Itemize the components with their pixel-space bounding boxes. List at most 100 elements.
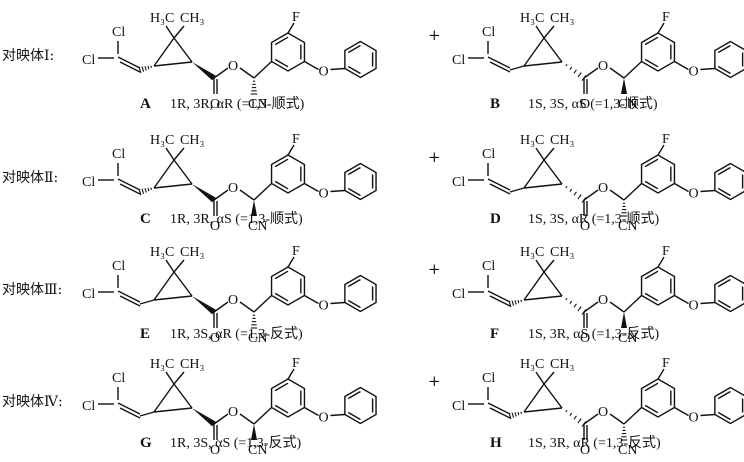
cyano-group: CN <box>618 97 637 112</box>
isomer-config-right: 1S, 3R, αS (=1,3-反式) <box>528 326 659 342</box>
cyclopropane-bond <box>523 159 545 189</box>
hash-stroke <box>147 65 150 70</box>
c3-vinyl-hashed-bond <box>508 299 523 308</box>
aromatic-double-bond <box>717 411 731 421</box>
alpha-aryl-bond <box>623 60 643 79</box>
phenyl-ring <box>714 386 744 425</box>
cyclopropane-bond <box>153 295 193 301</box>
alpha-aryl-bond <box>623 182 643 201</box>
aromatic-double-bond <box>347 411 361 421</box>
chlorine-atom-top: Cl <box>482 371 495 386</box>
alpha-aryl-bond <box>623 406 643 425</box>
isomer-config-right: 1S, 3R, αR (=1,3-反式) <box>528 435 661 451</box>
cyclopropane-bond <box>173 271 193 297</box>
cyclopropane-bond <box>523 383 545 413</box>
carbonyl-oxygen: O <box>210 97 220 112</box>
hash-stroke <box>147 187 150 192</box>
aromatic-double-bond <box>347 390 361 400</box>
hash-stroke <box>520 299 523 303</box>
ether-bond <box>330 189 345 193</box>
methyl-left: H₃C <box>520 133 544 148</box>
fluorophenyl-ring <box>640 266 676 306</box>
aromatic-double-bond <box>274 158 289 168</box>
alpha-cn-wedge-bond <box>621 78 627 94</box>
hash-stroke <box>138 66 142 74</box>
methyl-bond <box>535 371 545 385</box>
ether-bond <box>330 67 345 71</box>
ether-bond <box>674 294 689 305</box>
ether-oxygen: O <box>318 187 328 202</box>
hash-stroke <box>508 412 512 420</box>
chlorine-atom-top: Cl <box>482 259 495 274</box>
aromatic-double-bond <box>717 278 731 288</box>
vinyl-double-bond <box>117 402 141 415</box>
hash-stroke <box>150 65 153 69</box>
ester-bond <box>239 189 255 201</box>
methyl-left: H₃C <box>150 133 174 148</box>
hash-stroke <box>569 188 573 193</box>
chlorine-atom-top: Cl <box>112 259 125 274</box>
ester-bond <box>609 189 625 201</box>
chlorine-atom-bottom: Cl <box>452 287 465 302</box>
vinyl-double-bond <box>117 290 141 303</box>
isomer-config-left: 1R, 3S, αR (=1,3-反式) <box>170 326 303 342</box>
cyclopropane-bond <box>153 383 175 413</box>
ester-bond <box>213 301 229 313</box>
chlorine-atom-top: Cl <box>112 371 125 386</box>
ether-bond <box>700 301 715 305</box>
c1-ester-wedge-bond <box>192 184 216 203</box>
cyclopropane-bond <box>173 159 193 185</box>
methyl-bond <box>173 147 185 161</box>
cyano-group: CN <box>248 97 267 112</box>
methyl-bond <box>543 25 555 39</box>
cyclopropane-bond <box>153 37 175 67</box>
hash-stroke <box>577 306 582 312</box>
aromatic-double-bond <box>644 382 659 392</box>
row-label: 对映体Ⅱ: <box>2 170 58 186</box>
vinyl-double-bond <box>117 56 141 69</box>
ester-oxygen: O <box>598 405 608 420</box>
chlorine-atom-top: Cl <box>482 147 495 162</box>
vinyl-double-bond <box>487 178 511 191</box>
methyl-bond <box>543 147 555 161</box>
fluorine-atom: F <box>662 356 670 371</box>
phenyl-ring <box>344 162 377 201</box>
isomer-letter-right: F <box>490 326 499 342</box>
hash-stroke <box>514 300 517 305</box>
alpha-cn-wedge-bond <box>621 312 627 328</box>
alpha-cn-hashed-bond <box>250 80 258 95</box>
hash-stroke <box>565 63 568 67</box>
aromatic-double-bond <box>274 292 289 302</box>
fluoro-bond <box>287 256 295 268</box>
ester-bond <box>609 301 625 313</box>
fluoro-bond <box>657 22 665 34</box>
aromatic-double-bond <box>644 292 659 302</box>
hash-stroke <box>138 188 142 196</box>
hash-stroke <box>569 300 573 305</box>
methyl-bond <box>173 259 185 273</box>
hash-stroke <box>520 411 523 415</box>
vinyl-double-bond-inner <box>119 183 141 195</box>
c3-vinyl-bond <box>509 187 525 193</box>
hash-stroke <box>565 185 568 189</box>
methyl-bond <box>165 259 175 273</box>
ether-oxygen: O <box>688 411 698 426</box>
chlorine-atom-top: Cl <box>112 147 125 162</box>
fluorophenyl-ring <box>270 378 306 418</box>
aromatic-double-bond <box>274 404 289 414</box>
isomer-config-right: 1S, 3S, αS (=1,3-顺式) <box>528 96 658 112</box>
c1-ester-hashed-bond <box>565 185 587 203</box>
cyano-group: CN <box>248 443 267 458</box>
vinyl-double-bond-inner <box>119 295 141 307</box>
chlorine-atom-top: Cl <box>482 25 495 40</box>
hash-stroke <box>150 187 153 191</box>
isomer-config-left: 1R, 3R, αS (=1,3-顺式) <box>170 211 303 227</box>
aromatic-double-bond <box>644 58 659 68</box>
fluorine-atom: F <box>662 244 670 259</box>
hash-stroke <box>517 411 520 416</box>
ester-oxygen: O <box>598 59 608 74</box>
hash-stroke <box>144 188 147 193</box>
chlorine-atom-bottom: Cl <box>82 287 95 302</box>
